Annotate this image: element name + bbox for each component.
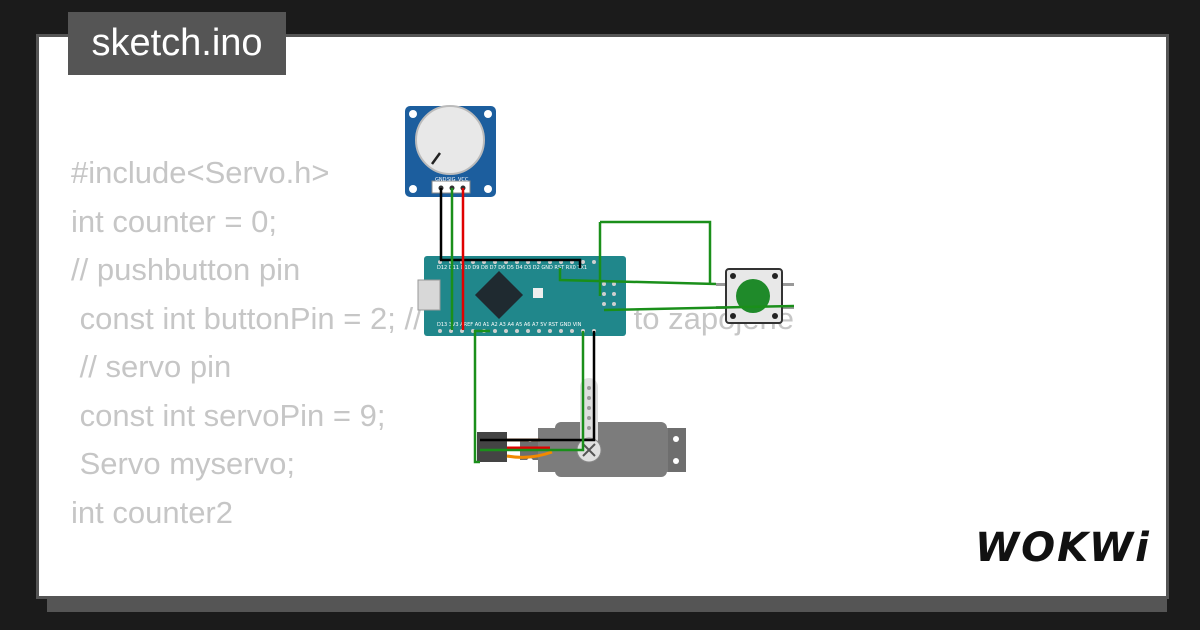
mcu-chip xyxy=(474,270,524,320)
wokwi-logo: WOKWi xyxy=(975,525,1151,571)
pot-pin-label: SIG xyxy=(447,177,456,183)
nano-top-pin-labels: D12 D11 D10 D9 D8 D7 D6 D5 D4 D3 D2 GND … xyxy=(437,265,587,271)
code-line: const int servoPin = 9; xyxy=(71,397,386,433)
code-line: int counter2 xyxy=(71,494,233,530)
pot-pin-label: VCC xyxy=(458,177,469,183)
potentiometer[interactable]: GND SIG VCC xyxy=(405,105,496,197)
pot-knob[interactable] xyxy=(415,105,485,175)
reset-button[interactable] xyxy=(533,288,543,298)
pot-pin-label: GND xyxy=(435,177,447,183)
pushbutton[interactable] xyxy=(716,268,794,324)
code-line: Servo myservo; xyxy=(71,446,295,481)
code-line: // servo pin xyxy=(71,349,232,384)
usb-port xyxy=(417,279,441,311)
servo-motor[interactable] xyxy=(477,378,686,477)
pushbutton-cap[interactable] xyxy=(736,279,770,313)
code-line: #include<Servo.h> xyxy=(71,155,330,190)
nano-bottom-pin-labels: D13 3V3 AREF A0 A1 A2 A3 A4 A5 A6 A7 5V … xyxy=(437,322,582,328)
code-line: // pushbutton pin xyxy=(71,252,301,287)
file-tab[interactable]: sketch.ino xyxy=(68,12,286,75)
wires xyxy=(439,188,795,464)
arduino-nano[interactable]: D12 D11 D10 D9 D8 D7 D6 D5 D4 D3 D2 GND … xyxy=(417,256,626,336)
code-line: int counter = 0; xyxy=(71,203,277,239)
